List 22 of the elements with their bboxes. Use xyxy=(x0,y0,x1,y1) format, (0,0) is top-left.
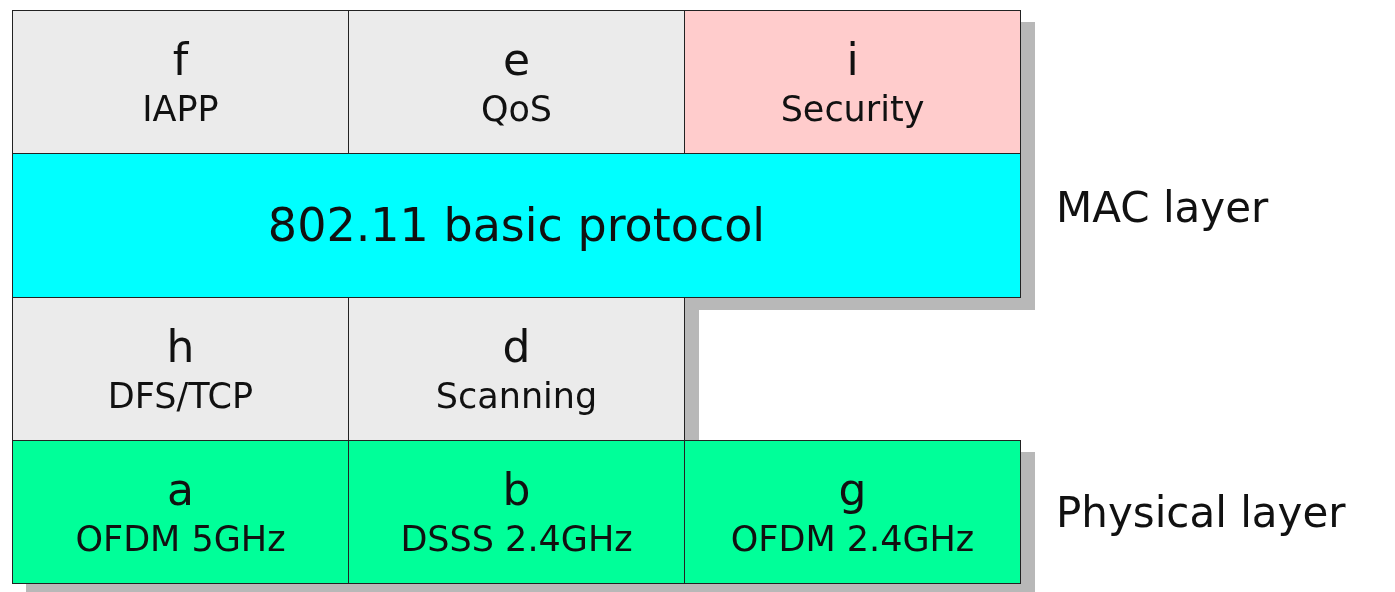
standard-letter: a xyxy=(167,462,194,517)
protocol-name: OFDM 2.4GHz xyxy=(730,517,975,561)
protocol-name: OFDM 5GHz xyxy=(75,517,286,561)
standard-letter: g xyxy=(838,462,867,517)
standard-letter: f xyxy=(172,32,189,87)
protocol-name: 802.11 basic protocol xyxy=(267,196,766,254)
layer-label: MAC layer xyxy=(1056,183,1269,232)
standard-letter: h xyxy=(166,319,195,374)
protocol-name: Scanning xyxy=(435,374,598,418)
protocol-box xyxy=(348,10,685,154)
standard-letter: i xyxy=(846,32,859,87)
protocol-name: IAPP xyxy=(142,87,219,131)
protocol-name: DFS/TCP xyxy=(107,374,254,418)
protocol-box xyxy=(12,10,349,154)
layer-label: Physical layer xyxy=(1056,488,1346,537)
protocol-name: QoS xyxy=(480,87,553,131)
protocol-name: Security xyxy=(780,87,925,131)
standard-letter: d xyxy=(502,319,531,374)
protocol-name: DSSS 2.4GHz xyxy=(400,517,633,561)
standard-letter: e xyxy=(502,32,531,87)
standard-letter: b xyxy=(502,462,531,517)
protocol-box xyxy=(12,297,349,441)
